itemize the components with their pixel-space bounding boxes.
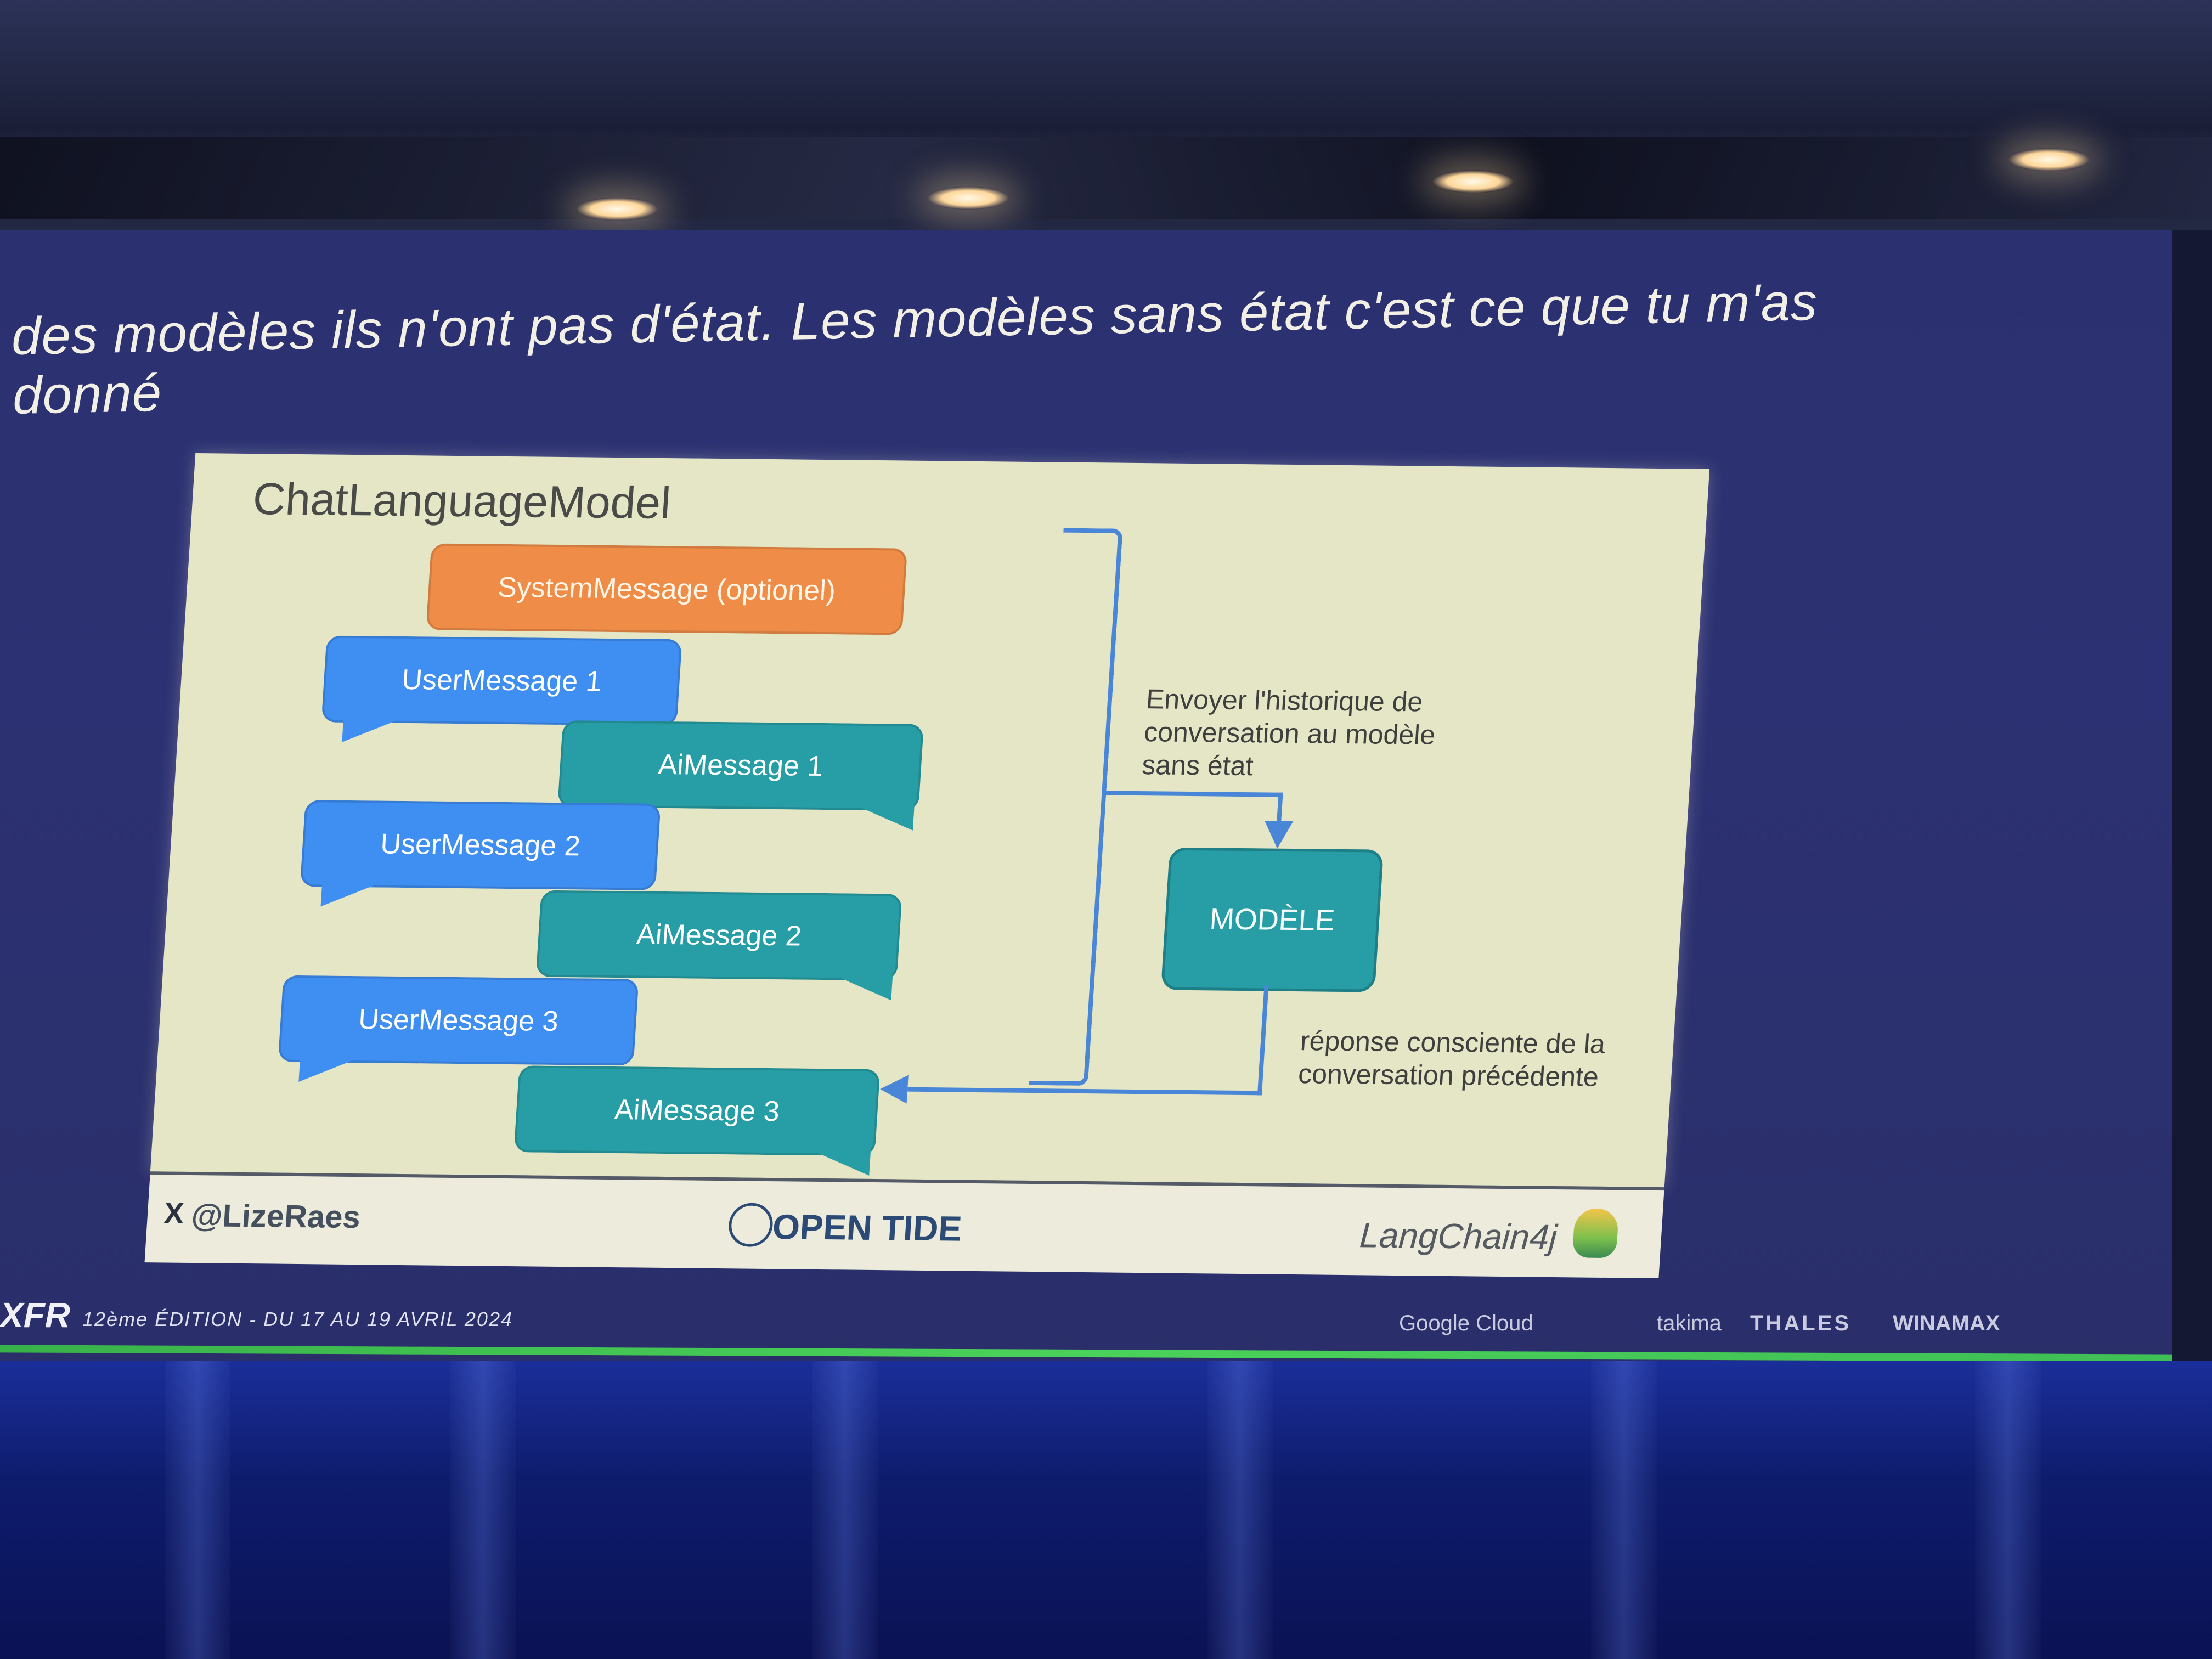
user-bubble-tail	[298, 1057, 361, 1083]
model-box: MODÈLE	[1160, 847, 1384, 992]
slide-footer: X @LizeRaes OPEN TIDE LangChain4j	[144, 1171, 1664, 1279]
x-logo-icon: X	[163, 1197, 185, 1230]
stage-curtain	[0, 1361, 2212, 1659]
user-bubble-tail	[342, 716, 404, 743]
sponsor-google-cloud: Google Cloud	[1399, 1311, 1533, 1335]
spotlight	[576, 198, 658, 221]
ai-bubble-tail	[809, 1149, 871, 1176]
framework-name: LangChain4j	[1358, 1215, 1559, 1257]
system-message-bubble: SystemMessage (optionel)	[426, 543, 908, 635]
curtain-fold	[812, 1361, 878, 1659]
user-message-bubble: UserMessage 2	[300, 800, 661, 890]
open-tide-logo-icon	[727, 1203, 774, 1248]
curtain-fold	[450, 1361, 516, 1659]
curtain-fold	[165, 1361, 230, 1659]
response-arrow-line	[907, 1087, 1262, 1096]
sponsor-thales: THALES	[1750, 1311, 1851, 1335]
sponsor-takima: takima	[1657, 1311, 1722, 1335]
ai-message-bubble: AiMessage 2	[535, 890, 902, 981]
user-message-bubble: UserMessage 3	[278, 975, 639, 1066]
spotlight	[2008, 148, 2090, 171]
sponsor-winamax: WINAMAX	[1893, 1311, 2000, 1335]
response-note: réponse consciente de la conversation pr…	[1297, 1025, 1606, 1092]
diagram-panel: ChatLanguageModel SystemMessage (optione…	[150, 453, 1710, 1188]
response-arrowhead	[879, 1075, 909, 1104]
event-dates: 12ème ÉDITION - DU 17 AU 19 AVRIL 2024	[82, 1308, 513, 1330]
send-history-note: Envoyer l'historique de conversation au …	[1141, 684, 1437, 782]
send-arrow-line	[1102, 791, 1283, 797]
ai-message-bubble: AiMessage 3	[514, 1065, 881, 1156]
history-bracket	[1028, 528, 1123, 1086]
user-bubble-tail	[320, 881, 383, 907]
diagram-slide: ChatLanguageModel SystemMessage (optione…	[144, 453, 1710, 1279]
send-arrowhead	[1263, 821, 1294, 849]
spotlight	[927, 187, 1009, 210]
lighting-rail	[0, 137, 2212, 219]
parrot-logo-icon	[1572, 1208, 1620, 1259]
speaker-handle: @LizeRaes	[190, 1198, 362, 1235]
spotlight	[1432, 170, 1514, 193]
response-arrow-line	[1257, 985, 1269, 1096]
user-message-bubble: UserMessage 1	[321, 635, 682, 726]
event-name: XFR	[0, 1295, 70, 1335]
ai-message-bubble: AiMessage 1	[557, 720, 924, 811]
curtain-fold	[1591, 1361, 1657, 1659]
slide-title: ChatLanguageModel	[251, 474, 673, 529]
brand-name: OPEN TIDE	[771, 1207, 963, 1249]
event-banner: XFR 12ème ÉDITION - DU 17 AU 19 AVRIL 20…	[0, 1284, 2172, 1350]
ai-bubble-tail	[831, 974, 893, 1001]
ai-bubble-tail	[852, 804, 915, 831]
curtain-fold	[1207, 1361, 1273, 1659]
curtain-fold	[1975, 1361, 2041, 1659]
